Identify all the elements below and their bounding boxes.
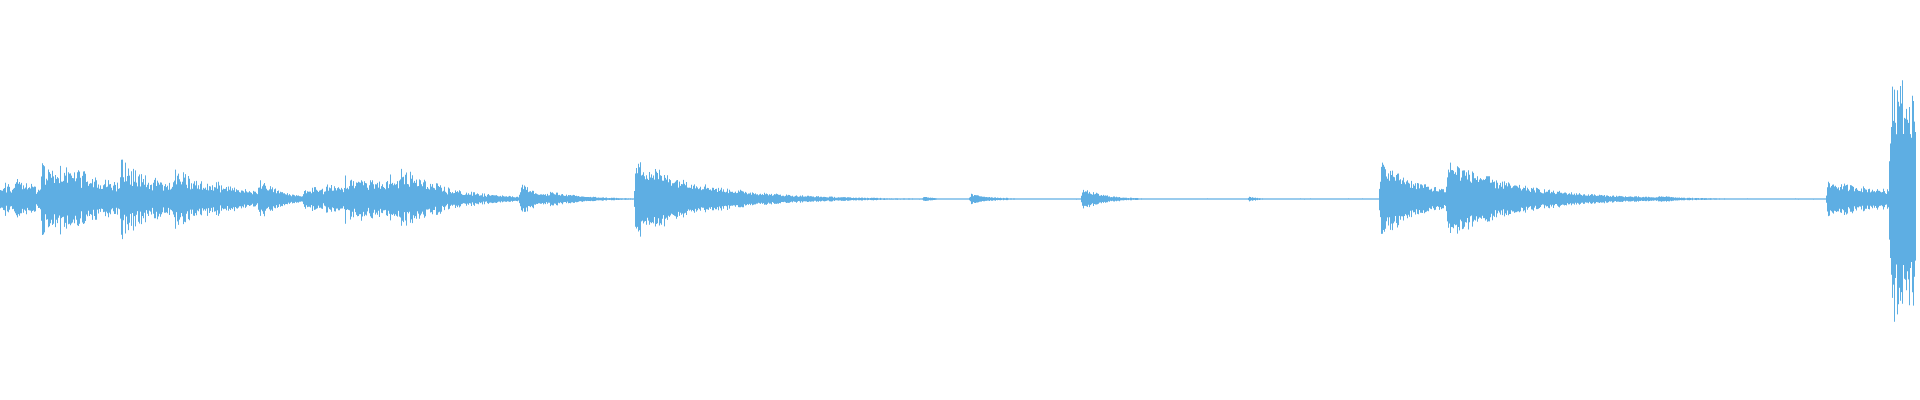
waveform-trace [0,80,1916,322]
